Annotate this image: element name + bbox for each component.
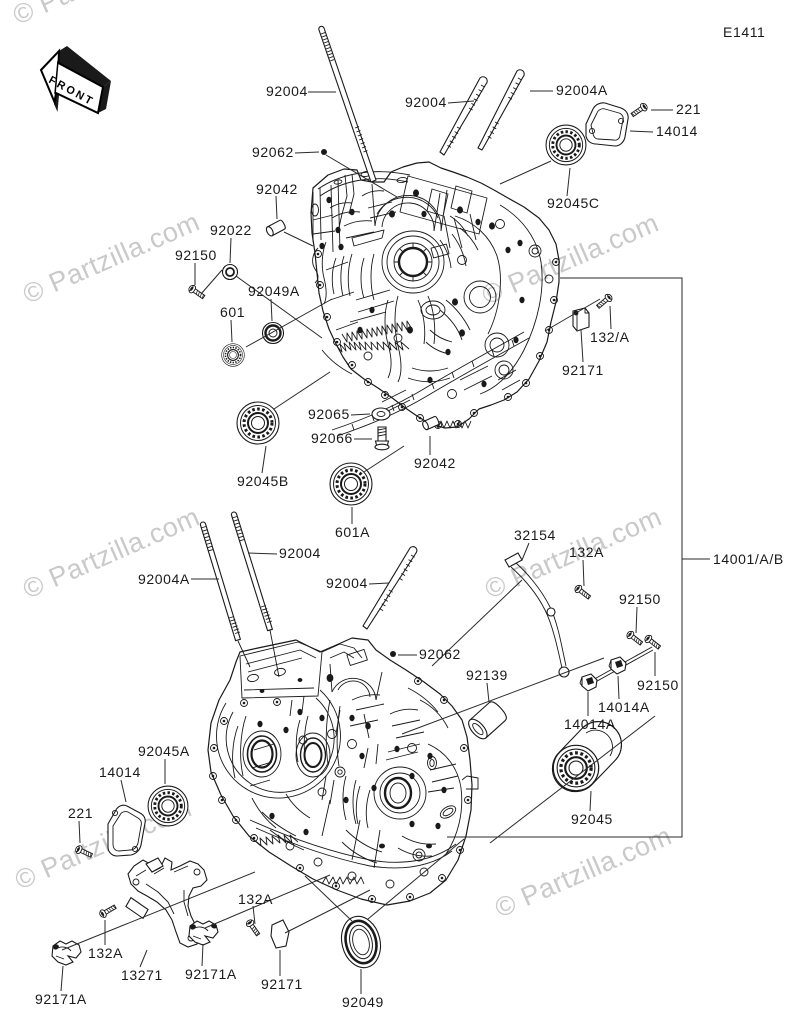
- svg-text:92150: 92150: [637, 677, 679, 693]
- svg-text:14014: 14014: [656, 123, 698, 139]
- svg-text:92004: 92004: [279, 545, 321, 561]
- svg-text:92045C: 92045C: [547, 195, 600, 211]
- svg-text:132/A: 132/A: [590, 329, 630, 345]
- svg-text:92004A: 92004A: [138, 571, 190, 587]
- svg-text:14014A: 14014A: [564, 716, 616, 732]
- svg-text:221: 221: [68, 805, 93, 821]
- svg-text:92049A: 92049A: [248, 283, 300, 299]
- svg-text:13271: 13271: [121, 967, 163, 983]
- svg-text:92065: 92065: [308, 406, 350, 422]
- svg-text:92004: 92004: [266, 83, 308, 99]
- svg-text:601: 601: [220, 304, 245, 320]
- svg-text:14001/A/B: 14001/A/B: [713, 551, 784, 567]
- svg-text:14014: 14014: [99, 764, 141, 780]
- svg-text:92171: 92171: [261, 976, 303, 992]
- svg-text:E1411: E1411: [723, 24, 765, 40]
- svg-text:92004: 92004: [405, 94, 447, 110]
- svg-text:92066: 92066: [311, 430, 353, 446]
- svg-text:92045: 92045: [571, 811, 613, 827]
- svg-text:92171A: 92171A: [185, 966, 237, 982]
- svg-text:132A: 132A: [238, 891, 273, 907]
- svg-text:92150: 92150: [619, 591, 661, 607]
- svg-text:92062: 92062: [252, 144, 294, 160]
- svg-text:92139: 92139: [466, 667, 508, 683]
- svg-text:92004A: 92004A: [556, 82, 608, 98]
- svg-text:32154: 32154: [514, 527, 556, 543]
- svg-text:92150: 92150: [175, 247, 217, 263]
- svg-text:92022: 92022: [210, 222, 252, 238]
- svg-text:132A: 132A: [88, 945, 123, 961]
- svg-text:92049: 92049: [342, 994, 384, 1010]
- svg-text:92045A: 92045A: [138, 743, 190, 759]
- svg-text:14014A: 14014A: [598, 699, 650, 715]
- svg-text:132A: 132A: [569, 544, 604, 560]
- svg-text:92171A: 92171A: [35, 991, 87, 1007]
- svg-text:92171: 92171: [562, 362, 604, 378]
- svg-text:92004: 92004: [326, 575, 368, 591]
- svg-text:92042: 92042: [414, 455, 456, 471]
- svg-text:92062: 92062: [419, 646, 461, 662]
- svg-text:92045B: 92045B: [237, 473, 289, 489]
- svg-text:221: 221: [676, 101, 701, 117]
- svg-text:601A: 601A: [335, 524, 370, 540]
- svg-text:92042: 92042: [256, 181, 298, 197]
